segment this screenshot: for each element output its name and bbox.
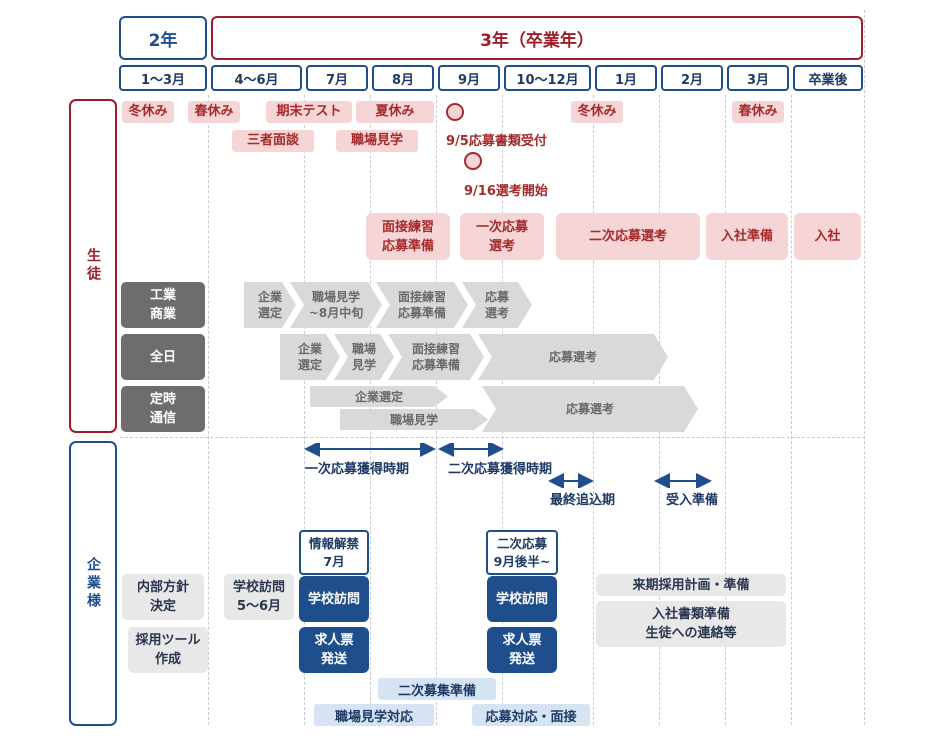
second-app-label: 二次応募 9月後半~ (486, 530, 558, 575)
period-arrows (304, 443, 712, 488)
school-visit-box-2: 学校訪問 (487, 576, 557, 622)
second-period-label: 二次応募獲得時期 (448, 462, 553, 477)
winter-break-1: 冬休み (122, 101, 174, 123)
winter-break-2: 冬休み (571, 101, 623, 123)
course-step: 企業選定 (310, 386, 448, 407)
second-application: 二次応募選考 (556, 213, 700, 260)
final-period-label: 最終追込期 (550, 493, 616, 508)
second-recruit-prep: 二次募集準備 (378, 678, 496, 700)
recruiting-tools: 採用ツール 作成 (128, 627, 208, 673)
course-step: 職場見学 (340, 409, 488, 430)
join-company: 入社 (794, 213, 861, 260)
month-header: 卒業後 (793, 65, 863, 91)
company-side-label: 企業様 (69, 441, 117, 726)
grid-line (864, 10, 865, 725)
student-side-label: 生徒 (69, 99, 117, 433)
course-step: 職場見学 ~8月中旬 (290, 282, 382, 328)
month-header: 1月 (595, 65, 657, 91)
course-step: 面接練習 応募準備 (388, 334, 484, 380)
grid-line (208, 95, 209, 725)
spring-break-2: 春休み (732, 101, 784, 123)
month-header: 9月 (438, 65, 500, 91)
month-header: 7月 (306, 65, 368, 91)
apply-receipt-marker (446, 103, 464, 121)
onboarding-docs: 入社書類準備 生徒への連絡等 (596, 601, 786, 647)
course-step: 面接練習 応募準備 (376, 282, 468, 328)
course-label-fulltime: 全日 (121, 334, 205, 380)
summer-break: 夏休み (356, 101, 434, 123)
month-header: 8月 (372, 65, 434, 91)
grid-line (791, 95, 792, 725)
course-step: 職場 見学 (334, 334, 394, 380)
month-header: 10～12月 (504, 65, 591, 91)
final-exam: 期末テスト (266, 101, 352, 123)
info-release-label: 情報解禁 7月 (299, 530, 369, 575)
school-visit-box: 学校訪問 (299, 576, 369, 622)
workplace-visit: 職場見学 (336, 130, 418, 152)
month-header: 4～6月 (211, 65, 302, 91)
selection-start-label: 9/16選考開始 (464, 184, 548, 199)
year3-header: 3年（卒業年） (211, 16, 863, 60)
year2-header: 2年 (119, 16, 207, 60)
next-year-plan: 来期採用計画・準備 (596, 574, 786, 596)
job-offer-box-2: 求人票 発送 (487, 627, 557, 673)
course-step: 企業 選定 (244, 282, 296, 328)
apply-receipt-label: 9/5応募書類受付 (446, 134, 547, 149)
application-response: 応募対応・面接 (472, 704, 590, 726)
month-header: 3月 (727, 65, 789, 91)
section-divider (120, 437, 865, 438)
job-offer-box: 求人票 発送 (299, 627, 369, 673)
month-header: 2月 (661, 65, 723, 91)
course-step: 応募選考 (478, 334, 668, 380)
spring-break-1: 春休み (188, 101, 240, 123)
school-visit-early: 学校訪問 5～6月 (224, 574, 294, 620)
month-header: 1～3月 (119, 65, 207, 91)
grid-line (725, 95, 726, 725)
internal-policy: 内部方針 決定 (122, 574, 204, 620)
course-label-parttime: 定時 通信 (121, 386, 205, 432)
course-step: 応募選考 (482, 386, 698, 432)
grid-line (304, 95, 305, 725)
course-step: 応募 選考 (462, 282, 532, 328)
workplace-visit-response: 職場見学対応 (314, 704, 434, 726)
selection-start-marker (464, 152, 482, 170)
three-party-meeting: 三者面談 (232, 130, 314, 152)
accept-prep-label: 受入準備 (666, 493, 719, 508)
first-period-label: 一次応募獲得時期 (305, 462, 410, 477)
interview-practice: 面接練習 応募準備 (366, 213, 450, 260)
course-label-industrial: 工業 商業 (121, 282, 205, 328)
course-step: 企業 選定 (280, 334, 340, 380)
first-application: 一次応募 選考 (460, 213, 544, 260)
join-preparation: 入社準備 (706, 213, 788, 260)
